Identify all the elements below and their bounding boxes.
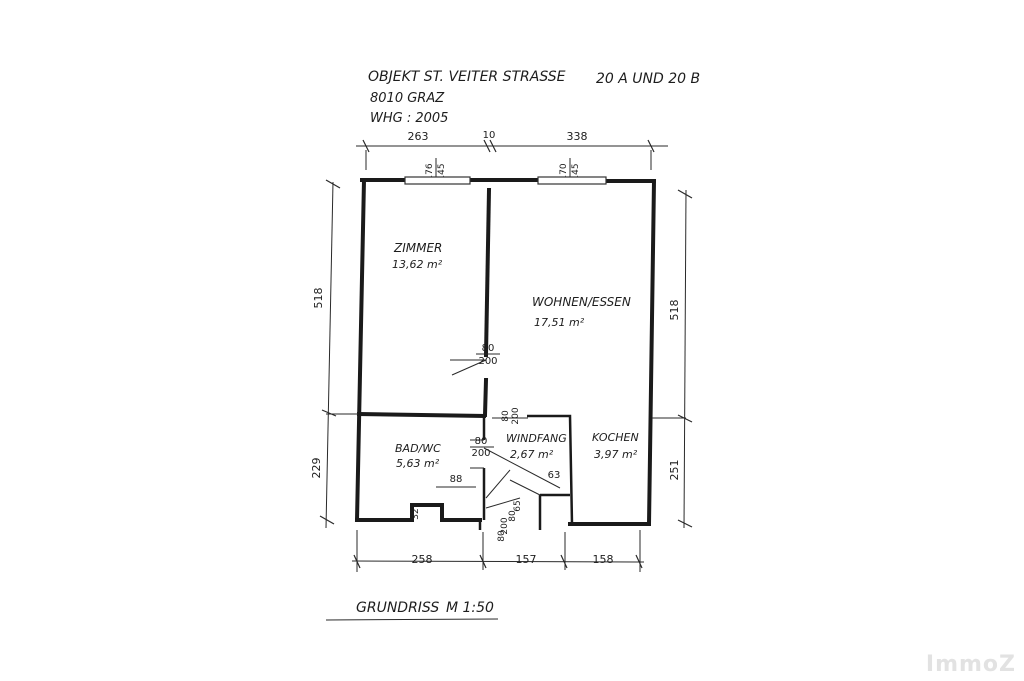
walls [354, 176, 657, 530]
footer-scale: M 1:50 [446, 600, 494, 616]
door-swing [483, 447, 561, 496]
wall-partition [482, 377, 489, 418]
entry-dimension-label: 80 [497, 530, 507, 542]
door-width-label: 80 [482, 343, 495, 354]
dimension-tick [483, 139, 491, 153]
door-height-label: 200 [511, 407, 521, 424]
dimension-tick [677, 519, 693, 528]
dimension-tick [647, 139, 655, 153]
window-dimension-label: 170 [559, 163, 569, 180]
room-area-kochen: 3,97 m² [594, 448, 638, 461]
door-swing [450, 359, 487, 376]
dimension-tick [489, 139, 497, 153]
dimension-label: 10 [483, 130, 496, 141]
room-area-wohnen: 17,51 m² [534, 316, 585, 329]
footer-underline [325, 618, 499, 621]
dimension-label: 518 [312, 288, 325, 309]
header-object-right: 20 A UND 20 B [596, 71, 700, 87]
door-swing [470, 439, 484, 469]
dimension-label: 158 [593, 553, 614, 566]
room-name-zimmer: ZIMMER [393, 241, 442, 255]
entry-dimension-label: 80 [508, 510, 518, 522]
door-width-label: 80 [501, 410, 511, 422]
entry-dimension-label: 200 [500, 517, 510, 534]
wall-right [646, 178, 657, 527]
room-labels: ZIMMER 13,62 m² WOHNEN/ESSEN 17,51 m² BA… [392, 241, 639, 470]
room-area-windfang: 2,67 m² [510, 448, 554, 461]
dimension-label: 157 [516, 553, 537, 566]
dimension-tick [362, 139, 370, 153]
entry-dimension-label: 65 [513, 500, 523, 511]
dimension-label: 518 [668, 300, 681, 321]
header-city: 8010 GRAZ [370, 91, 445, 106]
room-name-kochen: KOCHEN [592, 431, 639, 444]
dimension-label: 229 [310, 458, 323, 479]
dimension-tick [325, 179, 341, 189]
dimension-left: 518 229 [310, 179, 358, 529]
interior-dimensions: 80 200 80 200 80 200 88 32 63 65 80 200 … [411, 343, 560, 542]
dimension-label: 251 [668, 460, 681, 481]
dimension-tick [560, 554, 568, 569]
footer-label: GRUNDRISS [356, 600, 439, 616]
dimension-tick [321, 409, 337, 417]
dimension-label: 338 [567, 130, 588, 143]
dimension-label: 258 [412, 553, 433, 566]
dimension-line [351, 560, 645, 563]
window-dimension-label: 145 [571, 163, 581, 180]
dimension-label: 263 [408, 130, 429, 143]
doors [450, 359, 561, 509]
windfang-step-label: 63 [548, 470, 561, 481]
dimension-bottom: 258 157 158 [351, 530, 645, 572]
watermark-logo: ImmoZ [925, 652, 1016, 677]
door-height-label: 200 [478, 356, 497, 367]
dimension-tick [319, 515, 335, 525]
room-name-wohnen: WOHNEN/ESSEN [532, 295, 631, 309]
wall-windfang [527, 414, 574, 525]
bath-recess-label: 32 [411, 508, 421, 519]
door-width-label: 80 [475, 436, 488, 447]
header-object: OBJEKT ST. VEITER STRASSE [368, 69, 566, 85]
door-swing [485, 469, 521, 509]
room-area-bad: 5,63 m² [396, 457, 440, 470]
window [404, 176, 471, 185]
room-area-zimmer: 13,62 m² [392, 258, 443, 271]
dimension-right: 518 251 [652, 189, 693, 529]
room-name-windfang: WINDFANG [506, 432, 567, 445]
window-dimension-label: 176 [425, 163, 435, 180]
window [537, 176, 607, 185]
footer-block: GRUNDRISS M 1:50 [325, 600, 499, 621]
dimension-line [325, 181, 334, 529]
bath-step-label: 88 [450, 474, 463, 485]
wall-bottom-bath [355, 503, 482, 522]
dimension-line [683, 189, 687, 529]
header-block: OBJEKT ST. VEITER STRASSE 20 A UND 20 B … [368, 69, 700, 126]
dimension-tick [635, 554, 643, 569]
window-dimension-label: 145 [437, 163, 447, 180]
door-height-label: 200 [471, 448, 490, 459]
wall-partition [356, 411, 487, 419]
header-unit: WHG : 2005 [370, 111, 448, 126]
room-name-bad: BAD/WC [395, 442, 441, 455]
wall-left [354, 177, 367, 523]
dimension-top: 263 10 338 [356, 130, 668, 170]
wall-partition [483, 187, 492, 358]
dimension-tick [677, 189, 693, 199]
